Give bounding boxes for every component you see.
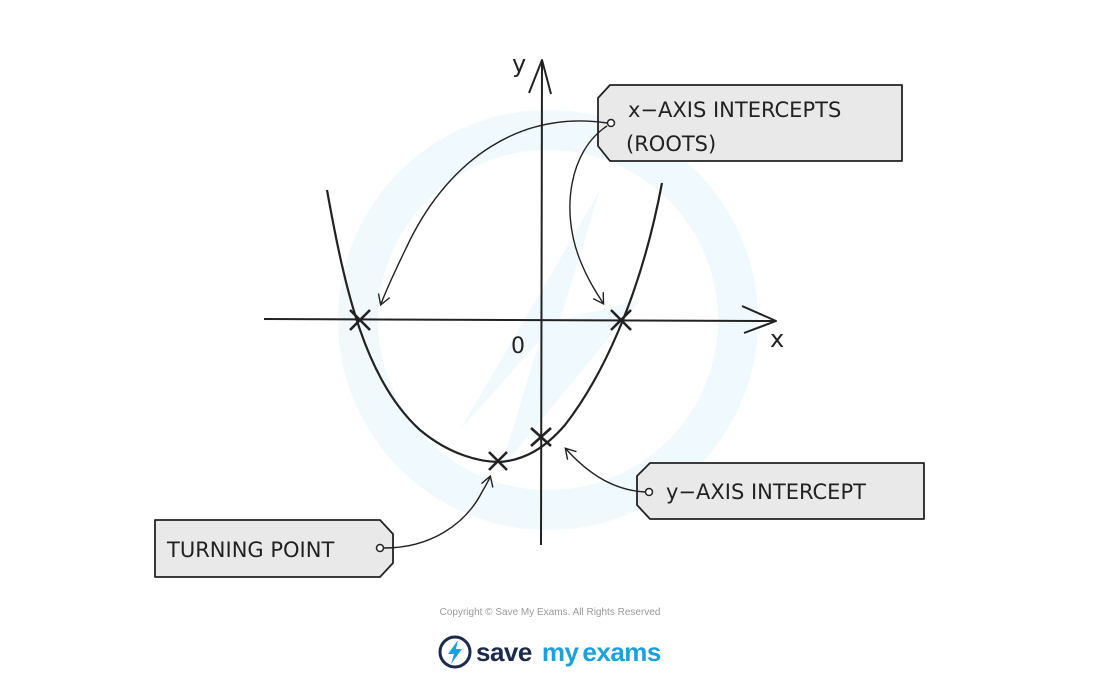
- logo-exams-text: exams: [582, 636, 661, 667]
- y-axis-label: y: [512, 50, 526, 78]
- brand-logo: save my exams: [438, 632, 661, 672]
- logo-my-text: my: [541, 636, 579, 667]
- logo-save-text: save: [476, 636, 532, 667]
- lightning-bolt-icon: [438, 635, 472, 669]
- origin-label: 0: [511, 334, 525, 359]
- turning-point-marker: [488, 451, 508, 471]
- roots-callout: x−AXIS INTERCEPTS (ROOTS): [597, 84, 903, 162]
- y-axis: [528, 59, 552, 546]
- roots-callout-line2: (ROOTS): [626, 132, 716, 156]
- roots-arrow-right: [569, 125, 608, 305]
- copyright-notice: Copyright © Save My Exams. All Rights Re…: [439, 607, 661, 618]
- roots-arrow-left: [377, 120, 608, 307]
- y-intercept-marker: [530, 427, 552, 447]
- x-axis: [263, 305, 777, 334]
- turning-point-callout: TURNING POINT: [154, 519, 394, 578]
- roots-callout-line1: x−AXIS INTERCEPTS: [628, 98, 841, 122]
- root-right-marker: [610, 309, 632, 331]
- y-intercept-arrow: [564, 447, 646, 493]
- turning-point-callout-text: TURNING POINT: [166, 538, 334, 562]
- root-left-marker: [349, 309, 371, 331]
- y-intercept-callout-text: y−AXIS INTERCEPT: [666, 480, 866, 504]
- turning-point-arrow: [383, 474, 494, 549]
- x-axis-label: x: [770, 325, 784, 353]
- y-intercept-callout: y−AXIS INTERCEPT: [636, 462, 925, 520]
